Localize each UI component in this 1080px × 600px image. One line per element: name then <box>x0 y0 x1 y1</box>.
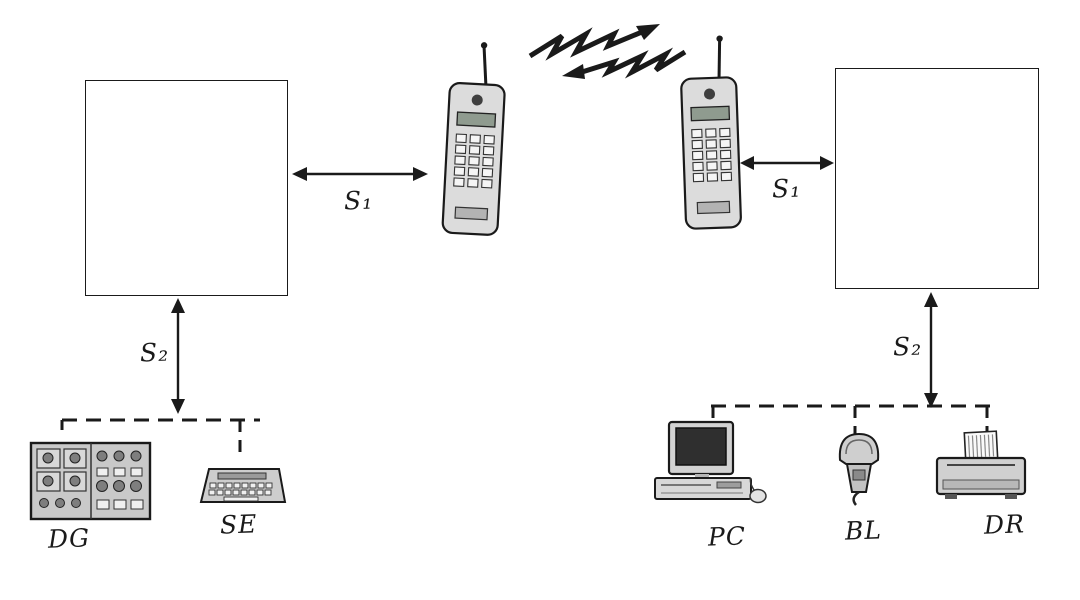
s2-left-label: S₂ <box>139 337 170 368</box>
radio-link-icon <box>520 12 695 80</box>
s2-left-arrow <box>165 296 191 416</box>
pc-label: PC <box>707 521 747 552</box>
se-keyboard-icon <box>196 460 288 508</box>
s1-right-label: S₁ <box>771 173 802 204</box>
dg-control-panel-icon <box>28 440 153 522</box>
bl-label: BL <box>844 515 883 546</box>
dr-printer-icon <box>933 430 1033 510</box>
left-mobile-phone-icon <box>425 38 526 247</box>
bl-barcode-scanner-icon <box>830 430 888 508</box>
s1-left-label: S₁ <box>343 185 374 216</box>
dr-label: DR <box>983 509 1026 540</box>
s1-right-arrow <box>738 150 836 176</box>
s2-right-arrow <box>918 290 944 410</box>
s1-left-arrow <box>290 161 430 187</box>
right-mobile-phone-icon <box>662 32 759 240</box>
left-unit-box <box>85 80 288 296</box>
left-dashed-bus <box>58 414 268 459</box>
se-label: SE <box>219 509 258 540</box>
right-unit-box <box>835 68 1039 289</box>
pc-computer-icon <box>653 420 768 512</box>
s2-right-label: S₂ <box>892 331 923 362</box>
dg-label: DG <box>47 523 91 554</box>
